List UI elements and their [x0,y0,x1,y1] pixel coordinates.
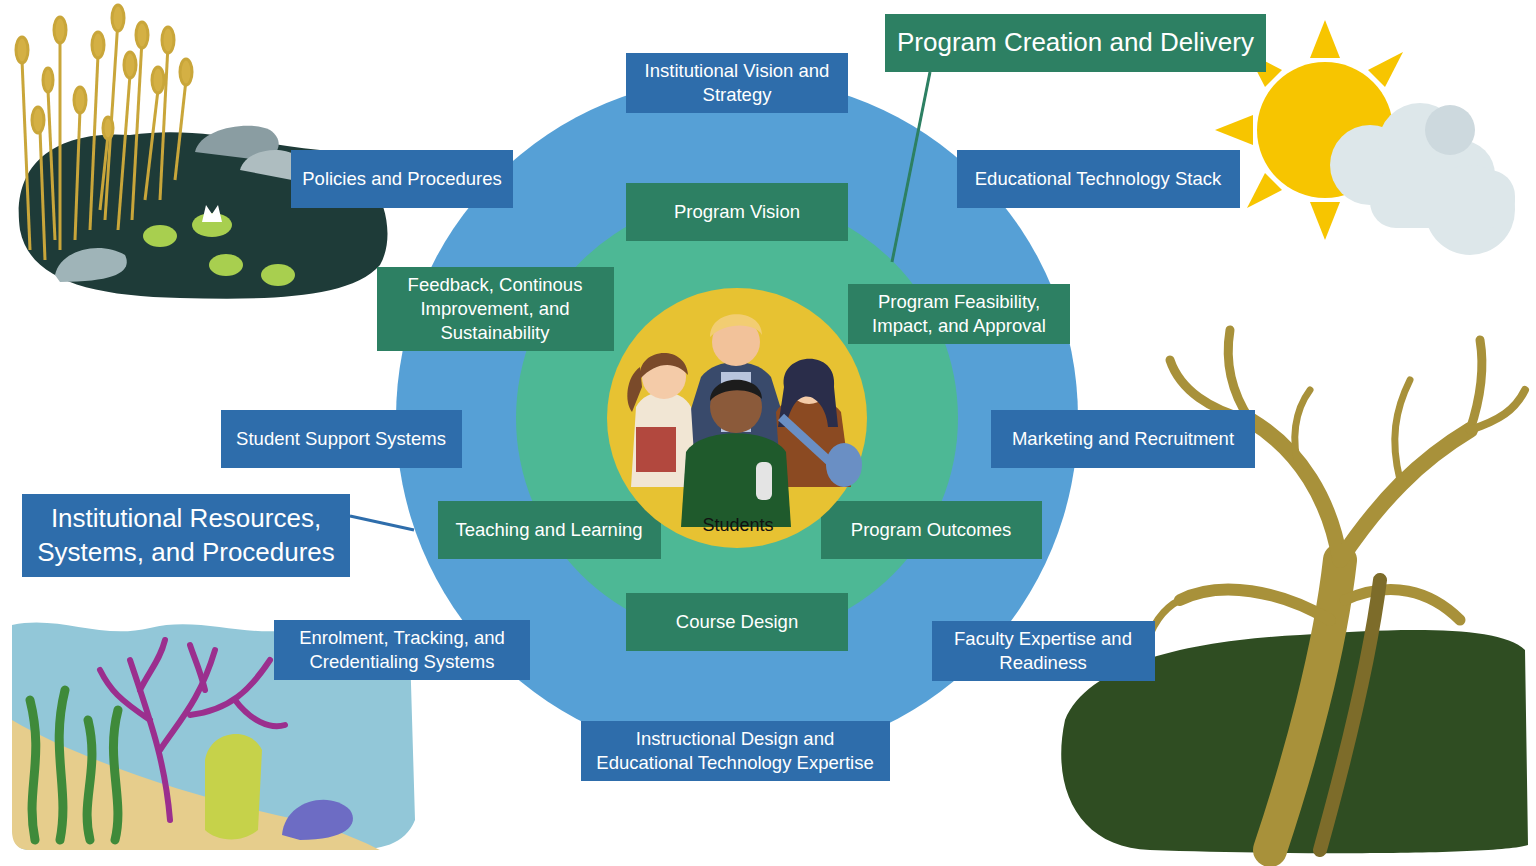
center-label: Students [702,514,773,537]
component-box: Instructional Design and Educational Tec… [581,721,890,781]
component-box: Student Support Systems [221,410,462,468]
component-box: Enrolment, Tracking, and Credentialing S… [274,620,530,680]
component-box: Policies and Procedures [291,150,513,208]
node-label: Instructional Design and Educational Tec… [591,727,880,775]
circle-fill [607,288,867,548]
node-label: Policies and Procedures [302,167,502,191]
node-label: Program Outcomes [851,518,1011,542]
node-label: Student Support Systems [236,427,446,451]
component-box: Marketing and Recruitment [991,410,1255,468]
ring-circle: Program Creation and DeliveryProgram Vis… [515,196,959,640]
tree-illustration [1061,330,1528,853]
component-box: Faculty Expertise and Readiness [932,621,1155,681]
component-box: Program Feasibility, Impact, and Approva… [848,284,1070,344]
leader-line [350,516,414,530]
node-label: Educational Technology Stack [975,167,1222,191]
node-label: Program Feasibility, Impact, and Approva… [858,290,1060,338]
circle-fill [516,197,958,639]
component-box: Program Vision [626,183,848,241]
node-label: Program Vision [674,200,800,224]
component-box: Institutional Vision and Strategy [626,53,848,113]
component-box: Feedback, Continous Improvement, and Sus… [377,267,614,351]
section-heading: Program Creation and Delivery [885,14,1266,72]
ring-circle: Institutional Resources, Systems, and Pr… [395,76,1079,760]
component-box: Teaching and Learning [438,501,661,559]
leader-line [892,72,930,262]
component-box: Educational Technology Stack [957,150,1240,208]
circle-outline [606,287,868,549]
node-label: Institutional Vision and Strategy [636,59,838,107]
node-label: Faculty Expertise and Readiness [942,627,1145,675]
students-figures [627,314,862,527]
node-label: Enrolment, Tracking, and Credentialing S… [284,626,520,674]
component-box: Program Outcomes [821,501,1042,559]
node-label: Marketing and Recruitment [1012,427,1234,451]
ring-circle: Students [606,287,868,549]
node-label: Feedback, Continous Improvement, and Sus… [387,273,604,345]
node-label: Course Design [676,610,798,634]
section-heading: Institutional Resources, Systems, and Pr… [22,494,350,577]
node-label: Teaching and Learning [455,518,642,542]
component-box: Course Design [626,593,848,651]
